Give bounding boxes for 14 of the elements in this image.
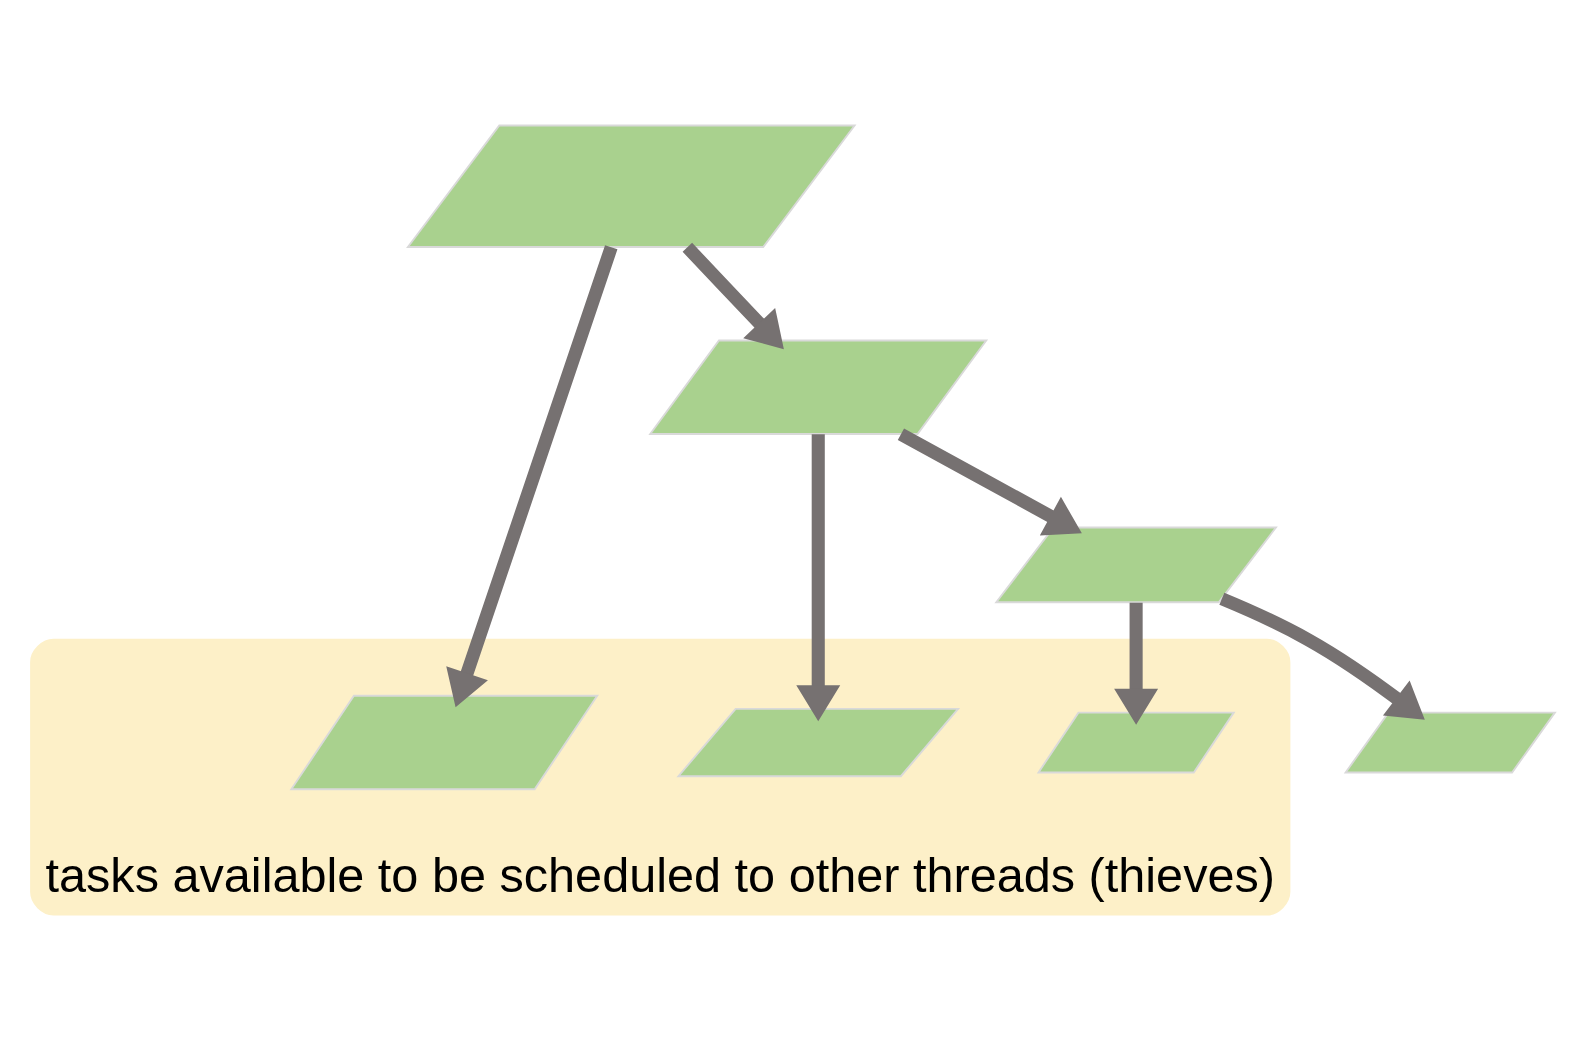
node-parallelogram xyxy=(676,707,961,777)
node-parallelogram xyxy=(406,124,857,248)
node-parallelogram xyxy=(289,694,599,790)
arrow xyxy=(446,244,618,707)
node-parallelogram xyxy=(1036,711,1236,773)
arrow xyxy=(682,242,784,349)
cluster: tasks available to be scheduled to other threads (thieves) xyxy=(30,638,1291,915)
arrow xyxy=(796,433,841,721)
node-parallelogram xyxy=(648,339,989,435)
node-parallelogram xyxy=(994,526,1278,603)
arrow xyxy=(1219,592,1425,720)
arrow xyxy=(897,428,1082,535)
arrow xyxy=(1114,602,1159,725)
node-parallelogram xyxy=(1343,711,1557,773)
